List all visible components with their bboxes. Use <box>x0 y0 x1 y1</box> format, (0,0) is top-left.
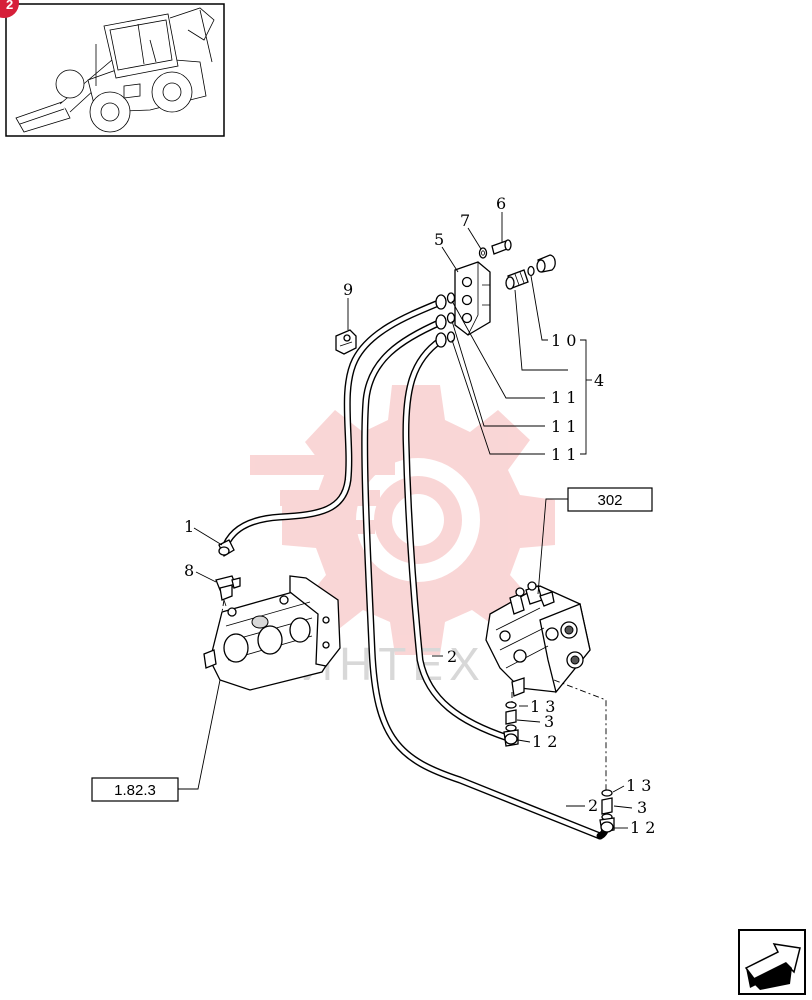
reference-1-82-3[interactable]: 1.82.3 <box>91 777 179 802</box>
callout-3-b: 3 <box>637 798 647 817</box>
callout-9: 9 <box>343 280 353 299</box>
callout-7: 7 <box>460 211 470 230</box>
callout-13-a: 1 3 <box>530 697 555 716</box>
callout-8: 8 <box>184 561 194 580</box>
next-page-button[interactable] <box>738 929 806 995</box>
backhoe-loader-thumbnail-icon <box>15 7 215 133</box>
reference-1-82-3-label: 1.82.3 <box>114 782 156 799</box>
hose-1 <box>220 298 445 554</box>
washer-7 <box>478 247 488 259</box>
machine-thumbnail[interactable] <box>5 3 225 137</box>
callout-4: 4 <box>594 371 604 390</box>
badge-number: 2 <box>6 0 13 12</box>
next-page-arrow-icon <box>744 943 801 990</box>
reference-302-label: 302 <box>597 492 622 509</box>
elbow-fitting-1 <box>218 539 235 557</box>
control-valve <box>485 581 591 697</box>
fitting-stack-2 <box>599 789 615 833</box>
reference-302[interactable]: 302 <box>567 487 653 512</box>
hose-2a <box>361 318 604 840</box>
callout-10: 1 0 <box>551 331 576 350</box>
hose-2b <box>402 336 512 742</box>
callout-11-b: 1 1 <box>551 417 576 436</box>
callout-13-b: 1 3 <box>626 776 651 795</box>
bracket-9 <box>335 329 357 355</box>
leader-lines <box>178 212 633 829</box>
hydraulic-pump <box>203 575 341 691</box>
callout-12-a: 1 2 <box>532 732 557 751</box>
hose-end-fittings <box>435 294 447 348</box>
callout-5: 5 <box>434 230 444 249</box>
callout-11-c: 1 1 <box>551 445 576 464</box>
o-rings-11 <box>446 292 456 343</box>
callout-12-b: 1 2 <box>630 818 655 837</box>
bolt-6 <box>491 239 512 255</box>
callout-3-a: 3 <box>544 712 554 731</box>
bulkhead-plate <box>454 261 491 336</box>
callout-11-a: 1 1 <box>551 388 576 407</box>
dashed-lines <box>221 599 607 790</box>
callout-2-b: 2 <box>588 796 598 815</box>
adapter-10 <box>505 254 556 290</box>
callout-1: 1 <box>184 517 194 536</box>
fitting-stack-1 <box>503 701 519 747</box>
callout-6: 6 <box>496 194 506 213</box>
callout-2-a: 2 <box>447 647 457 666</box>
page-badge: 2 <box>0 0 19 18</box>
fitting-8 <box>215 575 241 607</box>
